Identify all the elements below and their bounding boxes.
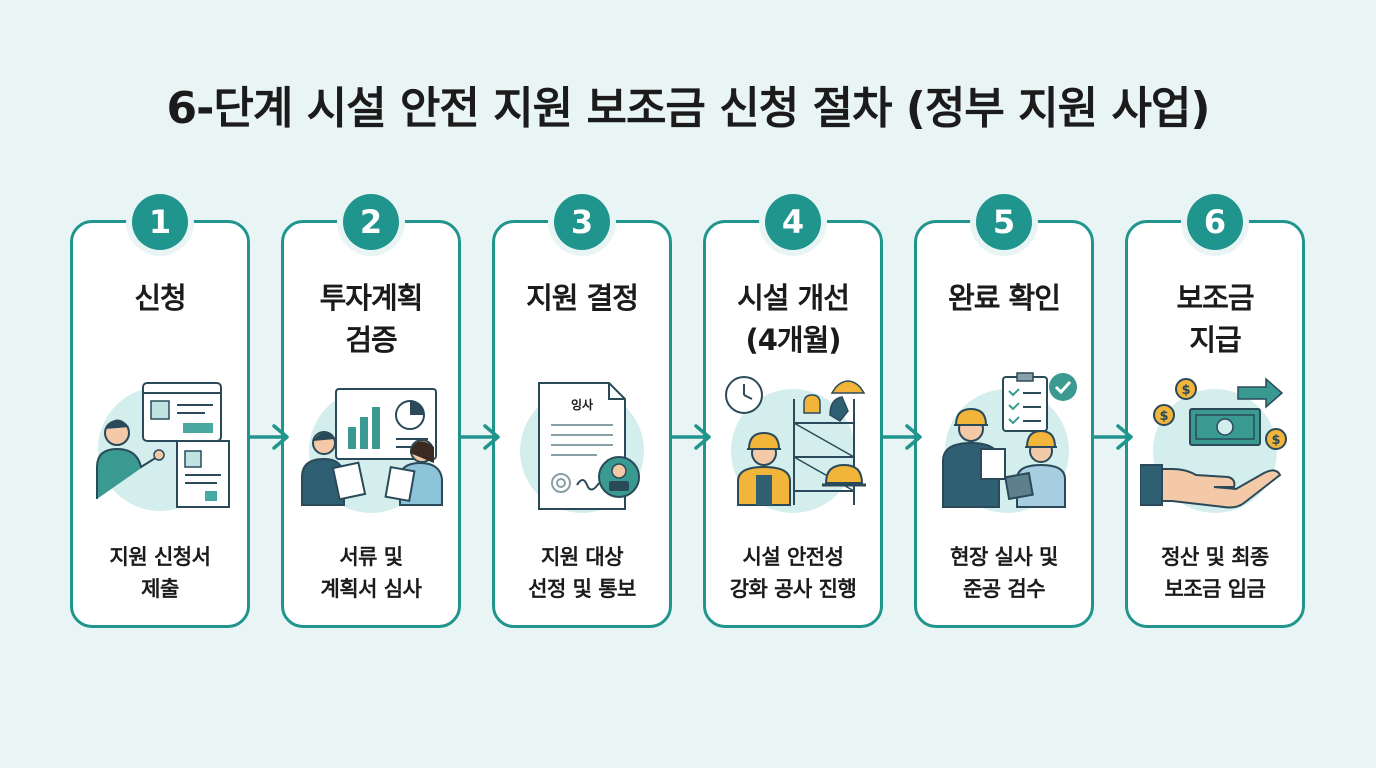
step-description-3: 지원 대상 선정 및 통보 bbox=[528, 545, 636, 601]
step-description-2: 서류 및 계획서 심사 bbox=[320, 545, 422, 601]
step-number-4: 4 bbox=[765, 194, 821, 250]
step-card-1: 1 신청 지원 신청서 제출 bbox=[70, 194, 250, 628]
step-card-6: 6 보조금 지급 $ $ $ 정산 및 최종 보조금 입금 bbox=[1125, 194, 1305, 628]
step-number-1: 1 bbox=[132, 194, 188, 250]
step-title-6: 보조금 지급 bbox=[1176, 281, 1254, 357]
step-title-1: 신청 bbox=[134, 281, 186, 315]
site-inspection-icon bbox=[929, 371, 1079, 521]
step-title-5: 완료 확인 bbox=[948, 281, 1061, 315]
step-card-4: 4 시설 개선 (4개월) 시설 안전성 강화 공사 진행 bbox=[703, 194, 883, 628]
arrow-right-icon bbox=[881, 424, 922, 450]
arrow-right-icon bbox=[248, 424, 289, 450]
step-description-1: 지원 신청서 제출 bbox=[109, 545, 211, 601]
svg-text:$: $ bbox=[1159, 409, 1168, 424]
arrow-right-icon bbox=[1092, 424, 1133, 450]
step-description-5: 현장 실사 및 준공 검수 bbox=[950, 545, 1058, 601]
step-card-2: 2 투자계획 검증 서류 및 계획서 심사 bbox=[281, 194, 461, 628]
step-description-4: 시설 안전성 강화 공사 진행 bbox=[729, 545, 857, 601]
arrow-right-icon bbox=[459, 424, 500, 450]
construction-worker-icon bbox=[718, 371, 868, 521]
page-title: 6-단계 시설 안전 지원 보조금 신청 절차 (정부 지원 사업) bbox=[166, 83, 1210, 134]
step-number-2: 2 bbox=[343, 194, 399, 250]
payment-hand-icon: $ $ $ bbox=[1139, 371, 1290, 521]
svg-text:$: $ bbox=[1271, 433, 1280, 448]
svg-text:$: $ bbox=[1181, 383, 1190, 398]
document-label: 잉사 bbox=[571, 397, 593, 412]
application-form-icon bbox=[85, 371, 235, 521]
step-number-6: 6 bbox=[1187, 194, 1243, 250]
document-review-icon bbox=[296, 371, 446, 521]
step-number-3: 3 bbox=[554, 194, 610, 250]
step-description-6: 정산 및 최종 보조금 입금 bbox=[1161, 545, 1269, 601]
step-title-2: 투자계획 검증 bbox=[319, 281, 424, 357]
approval-document-icon: 잉사 bbox=[507, 371, 657, 521]
step-title-3: 지원 결정 bbox=[526, 281, 639, 315]
arrow-right-icon bbox=[670, 424, 711, 450]
step-card-3: 3 지원 결정 잉사 지원 대상 선정 및 통보 bbox=[492, 194, 672, 628]
step-number-5: 5 bbox=[976, 194, 1032, 250]
step-title-4: 시설 개선 (4개월) bbox=[737, 281, 850, 357]
step-card-5: 5 완료 확인 현장 실사 및 준공 검수 bbox=[914, 194, 1094, 628]
